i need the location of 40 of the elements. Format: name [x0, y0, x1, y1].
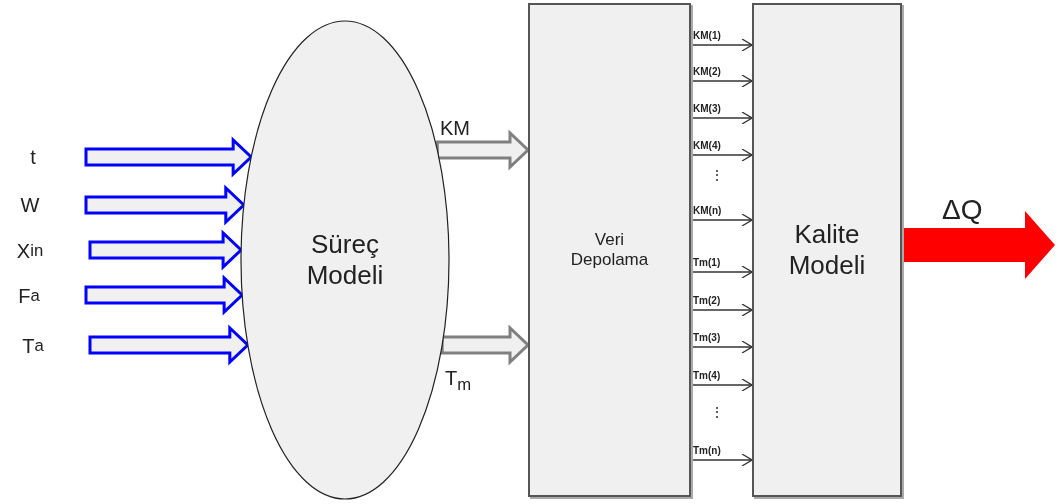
block-arrow [88, 229, 244, 271]
edge-label: Tm(n) [693, 446, 721, 456]
edge-label: KM(3) [693, 104, 721, 114]
node-label: Süreç Modeli [305, 228, 385, 292]
edge-label: T$_{m}$ [445, 368, 472, 394]
block-arrow [84, 274, 245, 316]
input-label: W [12, 190, 48, 220]
block-arrow [84, 184, 246, 226]
arrow [690, 213, 753, 227]
ellipsis-mark: ⋮ [710, 168, 724, 182]
arrow [690, 38, 753, 52]
process-box [752, 3, 902, 497]
arrow [690, 111, 753, 125]
arrow [690, 74, 753, 88]
edge-label: KM [440, 118, 470, 138]
block-arrow [88, 324, 250, 366]
edge-label: KM(n) [693, 206, 722, 216]
arrow [690, 378, 753, 392]
edge-label: KM(1) [693, 31, 721, 41]
block-arrow [84, 136, 254, 178]
block-arrow [435, 129, 531, 171]
edge-label: Tm(4) [693, 371, 721, 381]
ellipsis-mark: ⋮ [710, 405, 724, 419]
node-label: Veri Depolama [569, 229, 650, 271]
edge-label: KM(4) [693, 141, 721, 151]
node-label: Kalite Modeli [787, 218, 867, 282]
arrow [690, 148, 753, 162]
process-box [528, 3, 691, 497]
arrow [690, 453, 753, 467]
arrow [690, 303, 753, 317]
edge-label: Tm(1) [693, 258, 721, 268]
arrow [690, 265, 753, 279]
edge-label: Tm(2) [693, 296, 721, 306]
edge-label: ΔQ [942, 196, 983, 224]
block-arrow [902, 211, 1055, 279]
input-label: t [18, 142, 48, 172]
edge-label: KM(2) [693, 67, 721, 77]
arrow [690, 340, 753, 354]
edge-label: Tm(3) [693, 333, 721, 343]
block-arrow [440, 324, 531, 366]
